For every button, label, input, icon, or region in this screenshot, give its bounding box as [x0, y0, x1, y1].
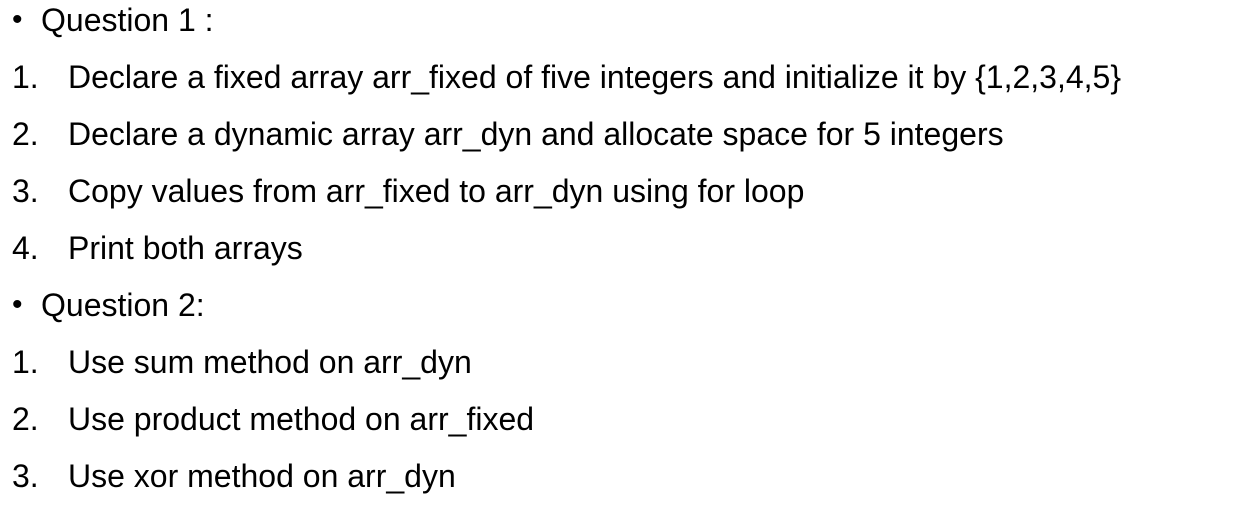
- list-item: 4. Print both arrays: [0, 219, 1238, 276]
- list-item-text: Declare a dynamic array arr_dyn and allo…: [68, 115, 1004, 152]
- list-item-number: 3.: [12, 457, 39, 494]
- list-item-text: Use sum method on arr_dyn: [68, 343, 472, 380]
- list-item-text: Use xor method on arr_dyn: [68, 457, 456, 494]
- list-item: 3. Copy values from arr_fixed to arr_dyn…: [0, 162, 1238, 219]
- list-item-number: 4.: [12, 229, 39, 266]
- list-item-number: 1.: [12, 343, 39, 380]
- section-heading-question-1: • Question 1 :: [0, 0, 1238, 48]
- list-item: 1. Use sum method on arr_dyn: [0, 333, 1238, 390]
- section-heading-text: Question 1 :: [41, 1, 214, 38]
- section-heading-text: Question 2:: [41, 286, 205, 323]
- list-item: 3. Use xor method on arr_dyn: [0, 447, 1238, 504]
- list-item-text: Print both arrays: [68, 229, 303, 266]
- list-item-text: Declare a fixed array arr_fixed of five …: [68, 58, 1122, 95]
- list-item-number: 1.: [12, 58, 39, 95]
- list-item: 1. Declare a fixed array arr_fixed of fi…: [0, 48, 1238, 105]
- bullet-icon: •: [12, 2, 23, 36]
- list-item-text: Copy values from arr_fixed to arr_dyn us…: [68, 172, 805, 209]
- list-item-number: 2.: [12, 115, 39, 152]
- list-item-number: 3.: [12, 172, 39, 209]
- bullet-icon: •: [12, 287, 23, 321]
- list-item-number: 2.: [12, 400, 39, 437]
- list-item-text: Use product method on arr_fixed: [68, 400, 535, 437]
- list-item: 2. Declare a dynamic array arr_dyn and a…: [0, 105, 1238, 162]
- section-heading-question-2: • Question 2:: [0, 276, 1238, 333]
- list-item: 2. Use product method on arr_fixed: [0, 390, 1238, 447]
